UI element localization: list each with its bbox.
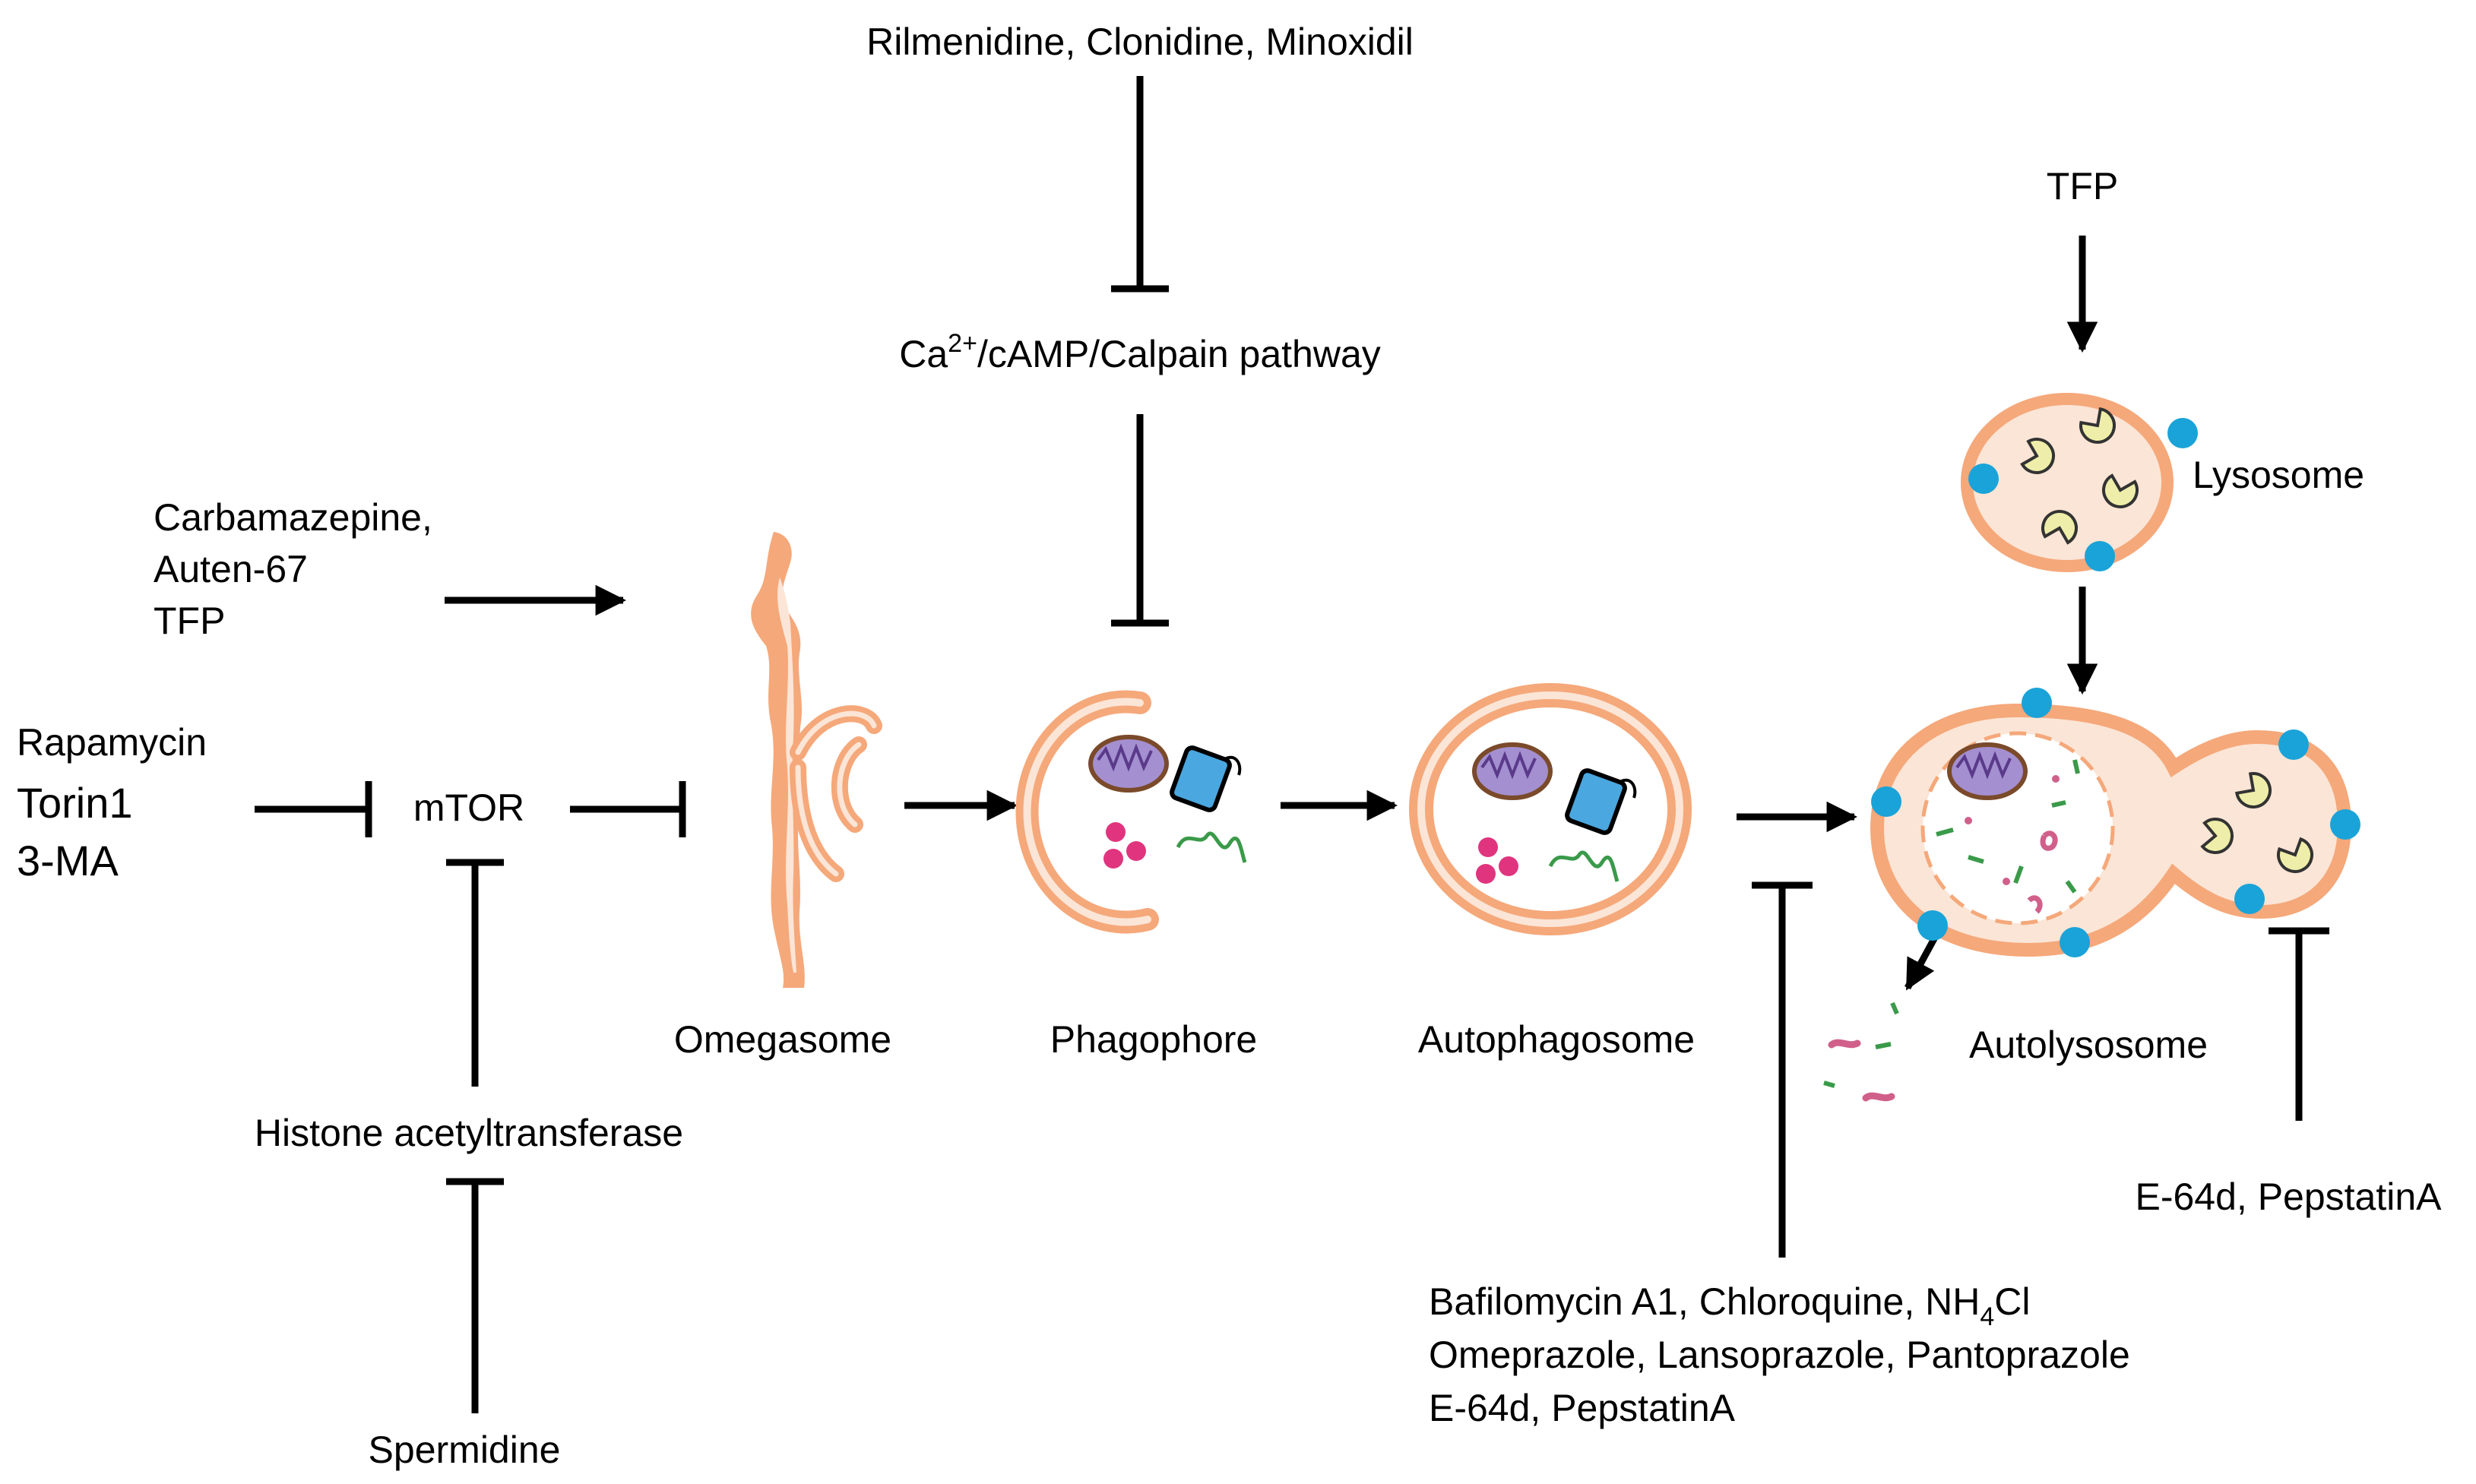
lysosome-marker-3 <box>2085 541 2115 571</box>
lysosome-enzyme-4 <box>2102 473 2139 508</box>
autophagosome-bacterium <box>1565 768 1637 835</box>
e64d-right-label: E-64d, PepstatinA <box>2135 1175 2442 1218</box>
bottom-drugs-line1-subscript: 4 <box>1980 1302 1994 1331</box>
autophagosome-vesicle-1 <box>1478 837 1498 857</box>
lysosome-marker-1 <box>2167 418 2198 448</box>
lysosome-label: Lysosome <box>2193 454 2364 496</box>
omegasome-structure <box>751 532 882 988</box>
calcium-pathway-ca: Ca <box>899 333 948 375</box>
tfp-top-label: TFP <box>2047 165 2118 207</box>
mtor-inhibition <box>570 781 686 837</box>
phagophore-structure <box>1015 690 1247 934</box>
lysosome-marker-2 <box>1968 464 1999 494</box>
autolysosome-marker-5 <box>2278 729 2309 760</box>
calcium-pathway-charge: 2+ <box>948 329 977 358</box>
lysosome-enzyme-3 <box>2041 510 2078 545</box>
autolysosome-marker-1 <box>2022 688 2052 718</box>
mtor-label: mTOR <box>413 786 524 829</box>
calcium-pathway-label: Ca2+/cAMP/Calpain pathway <box>899 329 1381 375</box>
autophagosome-vesicle-2 <box>1499 856 1518 876</box>
rapamycin-label: Rapamycin <box>17 721 207 764</box>
hat-inhibition <box>446 859 504 1087</box>
rapamycin-inhibition <box>255 781 372 837</box>
autolysosome-fragments <box>1936 759 2080 914</box>
autolysosome-marker-3 <box>1917 910 1948 941</box>
released-fragments <box>1823 1001 1899 1102</box>
three-ma-label: 3-MA <box>17 837 119 884</box>
hat-label: Histone acetyltransferase <box>255 1112 683 1154</box>
autophagosome-rna-strand <box>1548 850 1620 882</box>
bottom-drugs-line2: Omeprazole, Lansoprazole, Pantoprazole <box>1429 1334 2130 1376</box>
autolysosome-marker-6 <box>2330 809 2360 840</box>
autolysosome-mitochondrion <box>1947 742 2028 800</box>
phagophore-rna-strand <box>1176 831 1247 863</box>
bottom-drugs-line3: E-64d, PepstatinA <box>1429 1387 1736 1429</box>
phagophore-vesicle-3 <box>1103 849 1123 869</box>
auten-label: Auten-67 <box>154 548 308 590</box>
top-drugs-label: Rilmenidine, Clonidine, Minoxidil <box>866 21 1414 63</box>
lysosome-enzyme-2 <box>2079 407 2116 444</box>
autolysosome-enzyme-1 <box>2235 772 2272 808</box>
calcium-pathway-inhibition <box>1111 414 1169 627</box>
autophagosome-structure <box>1409 683 1692 935</box>
spermidine-inhibition <box>446 1178 504 1413</box>
omegasome-label: Omegasome <box>674 1018 891 1061</box>
autophagosome-vesicle-3 <box>1476 864 1496 884</box>
phagophore-mitochondrion <box>1088 735 1169 793</box>
tfp-left-label: TFP <box>154 600 225 642</box>
bottom-drugs-line1-main: Bafilomycin A1, Chloroquine, NH <box>1429 1280 1980 1323</box>
phagophore-vesicle-2 <box>1126 841 1146 861</box>
autolysosome-marker-4 <box>2060 927 2090 957</box>
fusion-inhibition <box>1752 881 1813 1258</box>
autolysosome-structure <box>1870 688 2360 957</box>
phagophore-vesicle-1 <box>1106 822 1126 842</box>
autolysosome-enzyme-2 <box>2200 818 2234 854</box>
calcium-pathway-rest: /cAMP/Calpain pathway <box>977 333 1381 375</box>
torin-label: Torin1 <box>17 779 133 827</box>
autolysosome-marker-7 <box>2234 884 2265 914</box>
carbamazepine-label: Carbamazepine, <box>154 496 432 539</box>
autolysosome-enzyme-3 <box>2277 837 2313 873</box>
autophagosome-mitochondrion <box>1472 742 1553 800</box>
top-drugs-inhibition <box>1111 76 1169 293</box>
bottom-drugs-line1: Bafilomycin A1, Chloroquine, NH4Cl <box>1429 1280 2030 1331</box>
e64d-inhibition <box>2269 927 2329 1121</box>
autolysosome-label: Autolysosome <box>1969 1024 2208 1066</box>
phagophore-label: Phagophore <box>1050 1018 1257 1061</box>
autophagosome-label: Autophagosome <box>1418 1018 1695 1061</box>
lysosome-enzyme-1 <box>2020 438 2055 474</box>
autolysosome-marker-2 <box>1871 786 1901 817</box>
lysosome-structure <box>1961 393 2198 572</box>
phagophore-bacterium <box>1170 745 1242 812</box>
bottom-drugs-line1-suffix: Cl <box>1994 1280 2030 1323</box>
spermidine-label: Spermidine <box>369 1429 561 1471</box>
